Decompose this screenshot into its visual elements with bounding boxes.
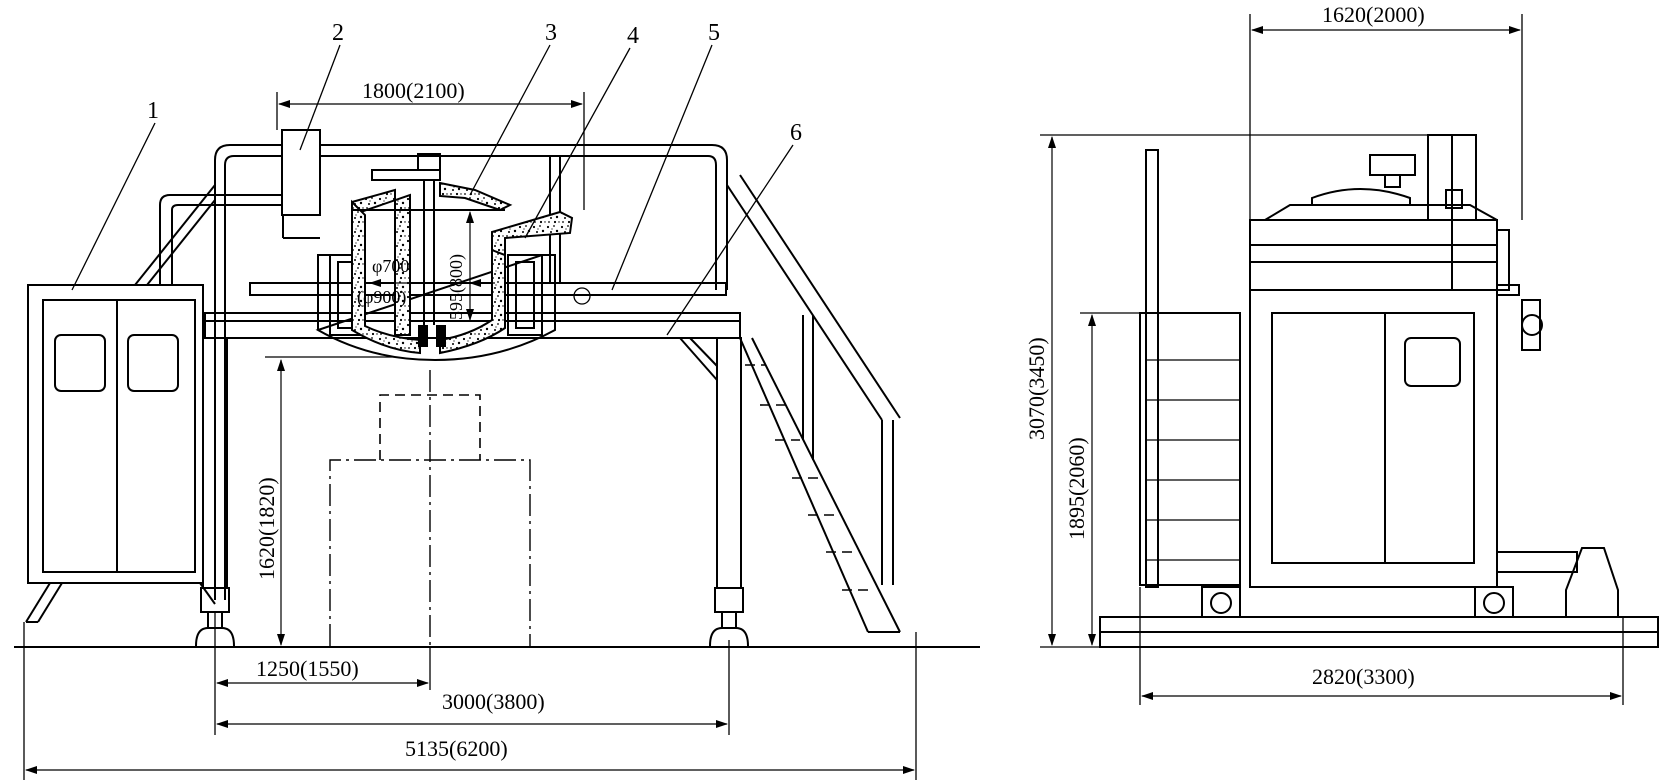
label-1: 1 (147, 98, 159, 124)
side-view: 1620(2000) 3070(3450) 1895(2060) 2820(33… (1024, 2, 1659, 705)
label-3: 3 (545, 20, 557, 46)
front-view: 1800(2100) φ700 (φ900) 595(800) 1620(182… (14, 20, 980, 780)
dim-side-total-height: 3070(3450) (1024, 337, 1049, 440)
dim-top-span: 1800(2100) (362, 78, 465, 103)
piping (134, 144, 728, 600)
staircase (726, 174, 901, 633)
dim-side-platform-height: 1895(2060) (1064, 437, 1089, 540)
dim-offset: 1250(1550) (256, 656, 359, 681)
control-cabinet (25, 284, 216, 623)
motor (281, 129, 321, 216)
label-6: 6 (790, 120, 802, 146)
mould-outline (329, 370, 531, 646)
crucible (315, 153, 574, 362)
label-4: 4 (627, 23, 639, 49)
dim-side-top: 1620(2000) (1322, 2, 1425, 27)
dim-leg-span: 3000(3800) (442, 689, 545, 714)
dim-inner-dia: φ700 (372, 256, 409, 276)
dim-side-base: 2820(3300) (1312, 664, 1415, 689)
dim-outer-dia: (φ900) (357, 287, 406, 308)
label-2: 2 (332, 20, 344, 46)
platform-frame (195, 156, 749, 647)
front-dimensions: 1800(2100) φ700 (φ900) 595(800) 1620(182… (23, 78, 917, 780)
dim-overall-width: 5135(6200) (405, 736, 508, 761)
dim-height: 1620(1820) (254, 477, 279, 580)
dim-depth: 595(800) (446, 254, 467, 320)
part-labels: 1 2 3 4 5 6 (71, 20, 802, 336)
label-5: 5 (708, 20, 720, 46)
